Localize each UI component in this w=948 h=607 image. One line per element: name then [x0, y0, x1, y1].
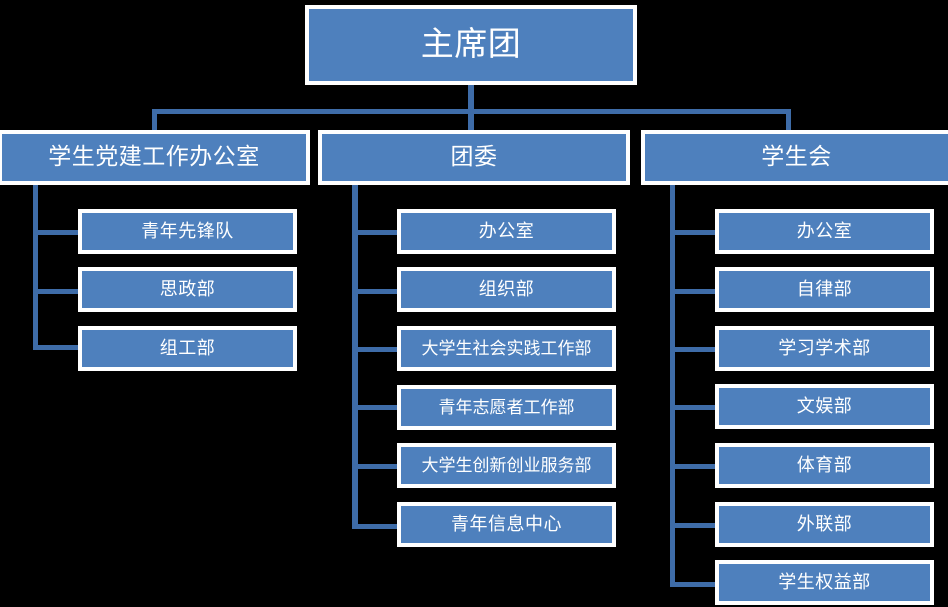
connector-stub-right-6 — [670, 523, 716, 528]
connector-stub-left-3 — [33, 345, 79, 350]
node-branch-student-union-label: 学生会 — [761, 144, 832, 170]
node-youth-league-child-2[interactable]: 组织部 — [397, 267, 616, 312]
connector-trunk-middle — [352, 185, 358, 529]
node-branch-student-union[interactable]: 学生会 — [641, 130, 948, 185]
node-youth-league-child-4[interactable]: 青年志愿者工作部 — [397, 385, 616, 430]
node-party-building-child-3-label: 组工部 — [159, 338, 216, 359]
node-youth-league-child-3-label: 大学生社会实践工作部 — [421, 338, 592, 358]
node-student-union-child-1-label: 办公室 — [796, 221, 853, 242]
node-party-building-child-2-label: 思政部 — [159, 279, 216, 300]
connector-stub-middle-2 — [352, 289, 398, 294]
connector-stub-middle-3 — [352, 347, 398, 352]
connector-drop-middle — [468, 109, 474, 130]
node-student-union-child-7[interactable]: 学生权益部 — [715, 560, 934, 605]
node-branch-party-building-label: 学生党建工作办公室 — [48, 144, 260, 170]
node-branch-party-building[interactable]: 学生党建工作办公室 — [0, 130, 310, 185]
node-youth-league-child-6[interactable]: 青年信息中心 — [397, 502, 616, 547]
connector-stub-left-2 — [33, 289, 79, 294]
connector-stub-right-1 — [670, 230, 716, 235]
connector-stub-middle-1 — [352, 230, 398, 235]
node-party-building-child-2[interactable]: 思政部 — [78, 267, 297, 312]
connector-trunk-left — [33, 185, 38, 350]
node-youth-league-child-6-label: 青年信息中心 — [451, 514, 562, 535]
connector-stub-middle-5 — [352, 464, 398, 469]
node-student-union-child-1[interactable]: 办公室 — [715, 209, 934, 254]
connector-drop-left — [152, 109, 157, 130]
connector-stub-middle-4 — [352, 405, 398, 410]
node-student-union-child-6-label: 外联部 — [796, 514, 853, 535]
node-student-union-child-5[interactable]: 体育部 — [715, 443, 934, 488]
connector-stub-middle-6 — [352, 524, 398, 529]
node-youth-league-child-5[interactable]: 大学生创新创业服务部 — [397, 443, 616, 488]
node-student-union-child-3-label: 学习学术部 — [778, 338, 871, 359]
node-student-union-child-2-label: 自律部 — [796, 279, 853, 300]
node-student-union-child-6[interactable]: 外联部 — [715, 502, 934, 547]
node-root-label: 主席团 — [420, 26, 522, 63]
node-party-building-child-1-label: 青年先锋队 — [141, 221, 234, 242]
node-student-union-child-5-label: 体育部 — [796, 455, 853, 476]
node-party-building-child-3[interactable]: 组工部 — [78, 326, 297, 371]
node-party-building-child-1[interactable]: 青年先锋队 — [78, 209, 297, 254]
connector-stub-right-4 — [670, 405, 716, 410]
node-student-union-child-4-label: 文娱部 — [796, 396, 853, 417]
connector-stub-right-3 — [670, 347, 716, 352]
node-youth-league-child-2-label: 组织部 — [478, 279, 535, 300]
connector-stub-right-5 — [670, 464, 716, 469]
node-youth-league-child-1[interactable]: 办公室 — [397, 209, 616, 254]
connector-stub-right-2 — [670, 289, 716, 294]
connector-stub-left-1 — [33, 230, 79, 235]
node-branch-youth-league-label: 团委 — [450, 144, 498, 170]
node-student-union-child-7-label: 学生权益部 — [778, 572, 871, 593]
connector-root-stem — [468, 85, 474, 112]
connector-stub-right-7 — [670, 582, 716, 587]
node-youth-league-child-3[interactable]: 大学生社会实践工作部 — [397, 326, 616, 371]
node-student-union-child-4[interactable]: 文娱部 — [715, 384, 934, 429]
node-youth-league-child-4-label: 青年志愿者工作部 — [438, 397, 575, 417]
node-student-union-child-2[interactable]: 自律部 — [715, 267, 934, 312]
node-root[interactable]: 主席团 — [305, 5, 637, 85]
connector-drop-right — [786, 109, 791, 130]
node-youth-league-child-5-label: 大学生创新创业服务部 — [421, 455, 592, 475]
node-branch-youth-league[interactable]: 团委 — [318, 130, 630, 185]
node-youth-league-child-1-label: 办公室 — [478, 221, 535, 242]
connector-trunk-right — [670, 185, 675, 587]
node-student-union-child-3[interactable]: 学习学术部 — [715, 326, 934, 371]
